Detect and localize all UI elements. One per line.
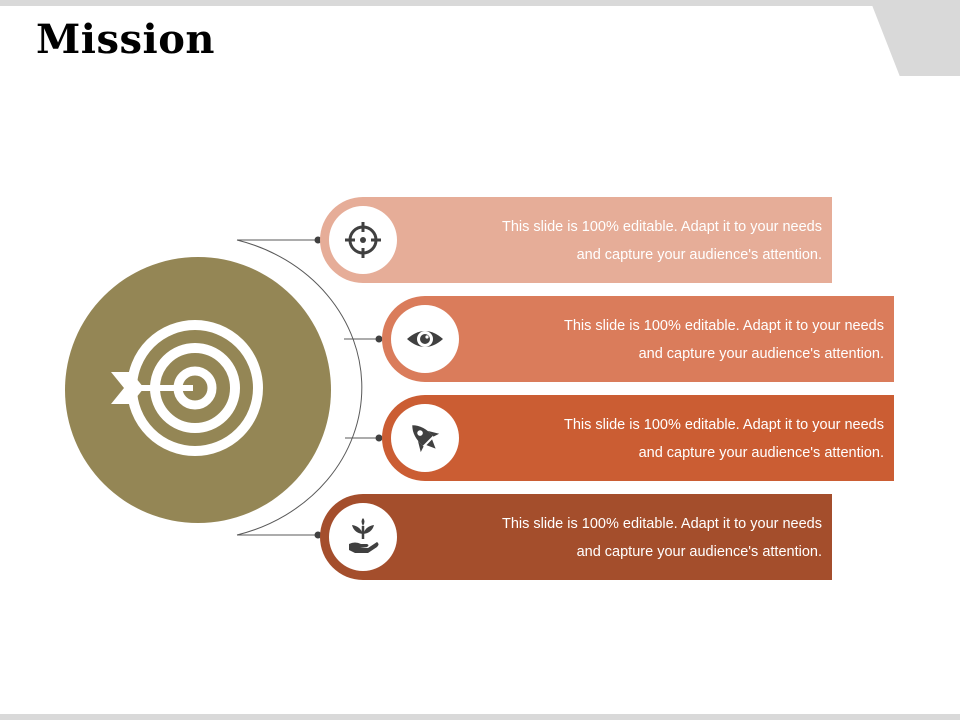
mission-item-4-line-1: This slide is 100% editable. Adapt it to…	[502, 516, 822, 532]
top-border	[0, 0, 960, 6]
mission-item-1-icon-circle	[329, 206, 397, 274]
mission-item-3: This slide is 100% editable. Adapt it to…	[382, 395, 894, 481]
mission-item-1-line-1: This slide is 100% editable. Adapt it to…	[502, 219, 822, 235]
eye-icon	[407, 331, 443, 347]
mission-item-2-text: This slide is 100% editable. Adapt it to…	[472, 312, 884, 368]
mission-item-2-icon-circle	[391, 305, 459, 373]
mission-item-1: This slide is 100% editable. Adapt it to…	[320, 197, 832, 283]
mission-item-1-text: This slide is 100% editable. Adapt it to…	[410, 213, 822, 269]
mission-item-4: This slide is 100% editable. Adapt it to…	[320, 494, 832, 580]
mission-item-2-line-2: and capture your audience's attention.	[638, 346, 884, 362]
mission-item-4-icon-circle	[329, 503, 397, 571]
mission-circle	[65, 257, 331, 523]
mission-item-1-line-2: and capture your audience's attention.	[576, 247, 822, 263]
mission-item-4-line-2: and capture your audience's attention.	[576, 544, 822, 560]
mission-item-3-icon-circle	[391, 404, 459, 472]
crosshair-icon	[345, 222, 381, 258]
mission-circle-fill	[65, 257, 331, 523]
plant-in-hand-icon	[349, 518, 379, 553]
page-title: Mission	[36, 16, 215, 63]
mission-item-3-line-1: This slide is 100% editable. Adapt it to…	[564, 417, 884, 433]
rocket-icon	[412, 425, 440, 453]
mission-item-3-line-2: and capture your audience's attention.	[638, 445, 884, 461]
mission-item-2-line-1: This slide is 100% editable. Adapt it to…	[564, 318, 884, 334]
target-arrow-icon	[65, 257, 331, 523]
mission-item-4-text: This slide is 100% editable. Adapt it to…	[410, 510, 822, 566]
bottom-border	[0, 714, 960, 720]
mission-item-3-text: This slide is 100% editable. Adapt it to…	[472, 411, 884, 467]
mission-item-2: This slide is 100% editable. Adapt it to…	[382, 296, 894, 382]
